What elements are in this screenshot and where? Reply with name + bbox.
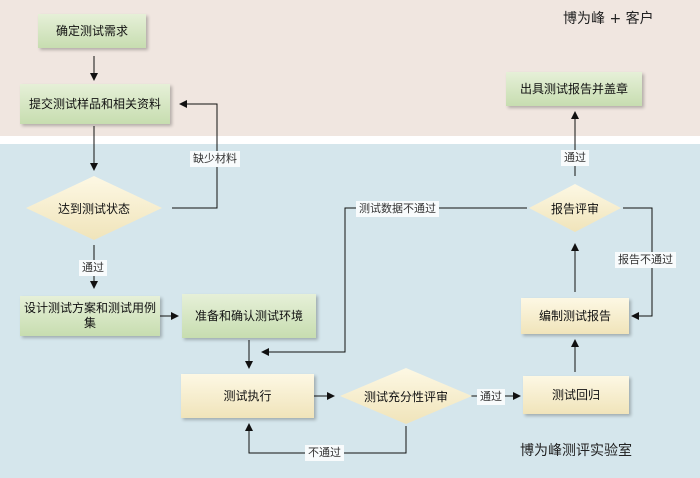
node-label: 准备和确认测试环境 xyxy=(194,308,303,323)
node-write-report[interactable]: 编制测试报告 xyxy=(521,298,629,334)
decision-reach-state-shape xyxy=(26,176,162,240)
edge-label-report-fail: 报告不通过 xyxy=(615,252,676,268)
edge-label-fail-retest: 不通过 xyxy=(305,445,344,461)
node-issue-report[interactable]: 出具测试报告并盖章 xyxy=(506,72,642,106)
node-prepare-env[interactable]: 准备和确认测试环境 xyxy=(182,294,316,338)
node-confirm-requirements[interactable]: 确定测试需求 xyxy=(38,14,146,48)
decision-sufficiency-shape xyxy=(340,368,472,424)
edge-label-pass-3: 通过 xyxy=(561,150,589,166)
decision-report-review-shape xyxy=(529,184,621,232)
edge-label-missing-materials: 缺少材料 xyxy=(190,151,240,167)
edge-label-pass-2: 通过 xyxy=(477,389,505,405)
edge-label-data-fail: 测试数据不通过 xyxy=(356,201,439,217)
node-label: 设计测试方案和测试用例集 xyxy=(23,301,156,330)
node-execute-test[interactable]: 测试执行 xyxy=(181,374,314,418)
node-label: 测试回归 xyxy=(551,387,600,402)
node-design-plan[interactable]: 设计测试方案和测试用例集 xyxy=(20,296,160,336)
node-regression-test[interactable]: 测试回归 xyxy=(523,376,629,414)
edge-label-pass-1: 通过 xyxy=(79,260,107,276)
node-label: 确定测试需求 xyxy=(55,23,128,38)
lab-region-label: 博为峰测评实验室 xyxy=(520,443,632,459)
region-divider xyxy=(0,136,700,144)
client-region-label: 博为峰 + 客户 xyxy=(563,11,654,27)
node-submit-samples[interactable]: 提交测试样品和相关资料 xyxy=(20,84,170,124)
node-label: 测试执行 xyxy=(223,388,272,403)
node-label: 提交测试样品和相关资料 xyxy=(28,96,161,111)
node-label: 编制测试报告 xyxy=(538,308,611,323)
node-label: 出具测试报告并盖章 xyxy=(519,81,628,96)
